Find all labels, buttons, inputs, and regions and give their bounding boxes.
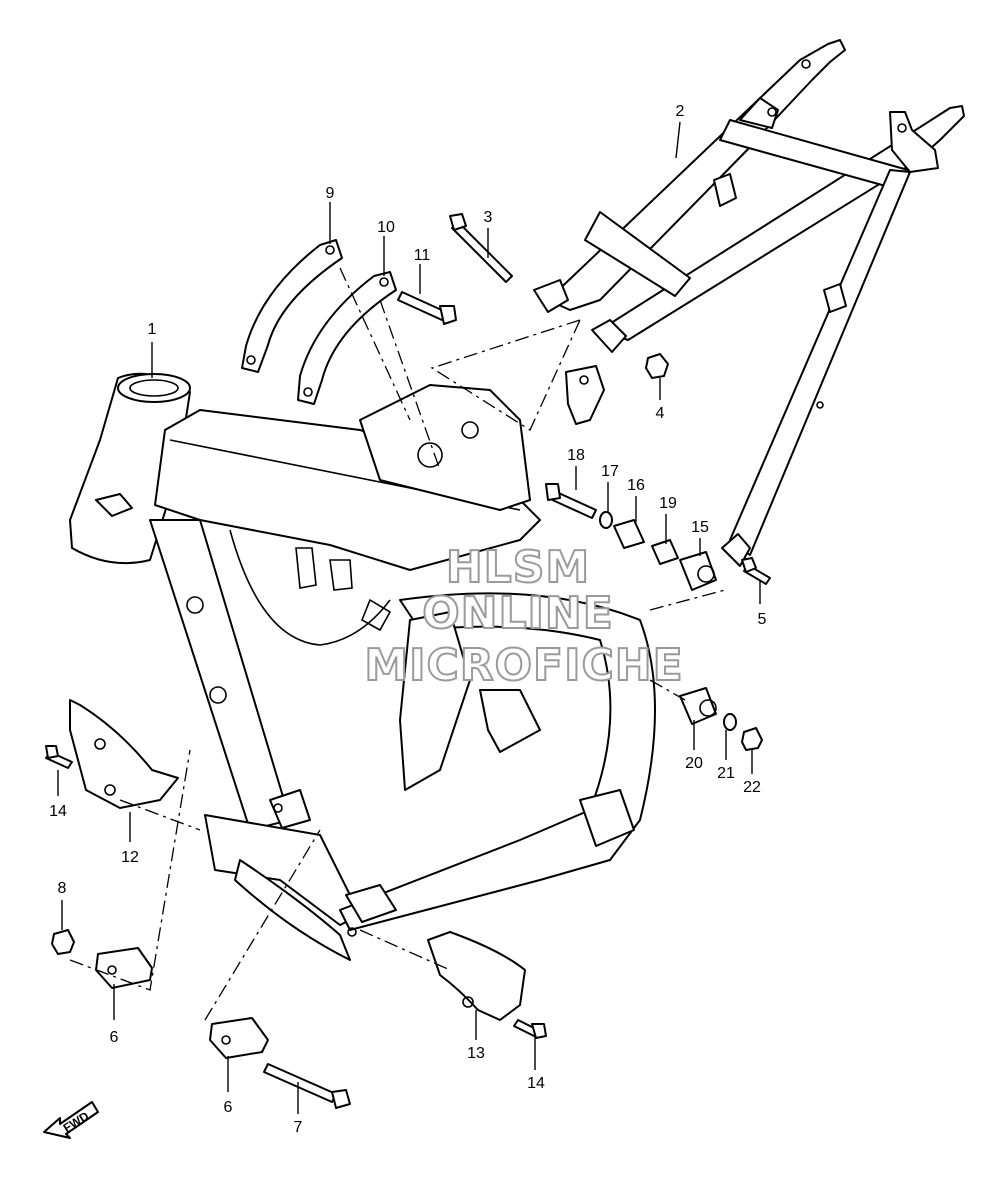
frame-guard-12 xyxy=(69,699,179,809)
callout-10: 10 xyxy=(377,219,395,236)
nut-4 xyxy=(645,353,669,379)
callout-1: 1 xyxy=(148,321,157,338)
collar-16 xyxy=(613,519,645,549)
frame-guard-13 xyxy=(427,931,526,1021)
callout-3: 3 xyxy=(484,209,493,226)
bolt-11 xyxy=(397,291,457,325)
main-frame xyxy=(69,372,656,961)
fwd-arrow: FWD xyxy=(43,1101,99,1139)
bolt-3 xyxy=(449,213,513,283)
callout-19: 19 xyxy=(659,495,677,512)
callout-leaders xyxy=(57,121,761,1114)
engine-hanger-10 xyxy=(297,271,397,405)
bracket-6b xyxy=(209,1017,269,1059)
watermark-line1: HLSM xyxy=(446,542,590,593)
callout-8: 8 xyxy=(58,880,67,897)
callout-18: 18 xyxy=(567,447,585,464)
callout-22: 22 xyxy=(743,779,761,796)
washer-21 xyxy=(723,713,737,731)
engine-hanger-9 xyxy=(241,239,343,373)
bolt-5 xyxy=(741,557,771,585)
callout-16: 16 xyxy=(627,477,645,494)
callout-9: 9 xyxy=(326,185,335,202)
bushing-15 xyxy=(679,551,717,591)
callout-11: 11 xyxy=(414,247,431,264)
callout-21: 21 xyxy=(717,765,735,782)
callout-13: 13 xyxy=(467,1045,485,1062)
callout-2: 2 xyxy=(676,103,685,120)
bolt-14a xyxy=(45,745,73,769)
watermark-line3: MICROFICHE xyxy=(364,640,683,691)
callout-labels: 1 2 3 4 5 6 6 7 8 9 10 11 12 13 14 14 15… xyxy=(49,103,766,1136)
callout-6b: 6 xyxy=(224,1099,233,1116)
nut-22 xyxy=(741,727,763,751)
callout-14b: 14 xyxy=(527,1075,545,1092)
bolt-18 xyxy=(545,483,597,519)
fwd-arrow-icon xyxy=(43,1101,99,1139)
collar-19 xyxy=(651,539,679,565)
callout-20: 20 xyxy=(685,755,703,772)
bushing-20 xyxy=(679,687,717,725)
bracket-6a xyxy=(95,947,153,989)
callout-5: 5 xyxy=(758,611,767,628)
callout-7: 7 xyxy=(294,1119,303,1136)
bolt-14b xyxy=(513,1019,547,1039)
callout-15: 15 xyxy=(691,519,709,536)
watermark: HLSM ONLINE MICROFICHE xyxy=(363,541,683,692)
nut-8 xyxy=(51,929,75,955)
callout-6a: 6 xyxy=(110,1029,119,1046)
callout-17: 17 xyxy=(601,463,619,480)
washer-17 xyxy=(599,511,613,529)
callout-12: 12 xyxy=(121,849,139,866)
watermark-line2: ONLINE xyxy=(422,588,614,639)
callout-4: 4 xyxy=(656,405,665,422)
callout-14a: 14 xyxy=(49,803,67,820)
bolt-7 xyxy=(263,1063,351,1109)
alignment-lines xyxy=(69,267,726,1021)
rear-subframe xyxy=(533,39,965,567)
